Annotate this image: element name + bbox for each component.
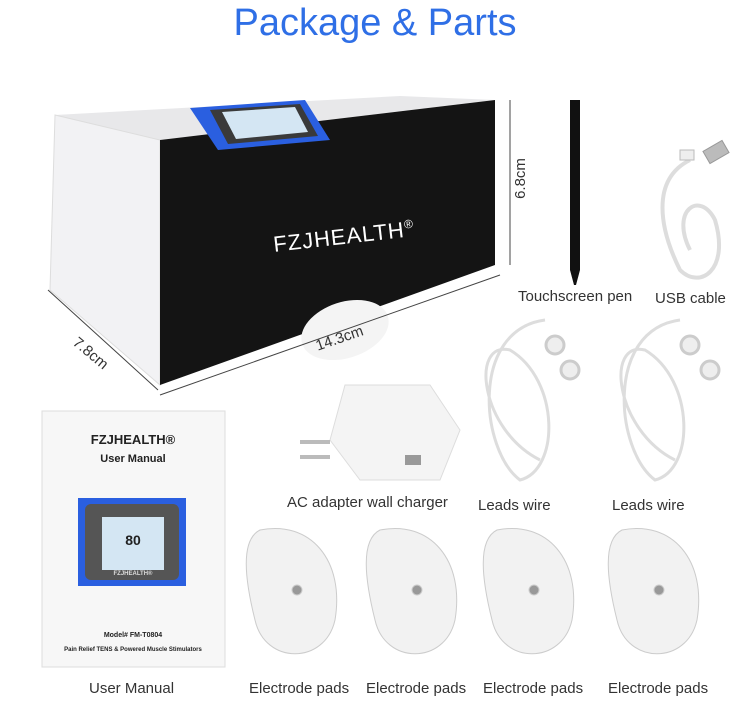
width-dim-line [159, 274, 501, 396]
leads-label-2: Leads wire [612, 497, 685, 514]
manual-screen-brand: FZJHEALTH® [113, 571, 153, 577]
electrode-pads [245, 528, 700, 655]
manual-title: User Manual [100, 453, 166, 465]
electrode-pad [482, 528, 575, 655]
touchscreen-pen [570, 100, 580, 285]
pad-label: Electrode pads [249, 680, 350, 697]
electrode-pad [245, 528, 338, 655]
user-manual [41, 410, 226, 668]
page-title: Package & Parts [233, 2, 517, 44]
leads-wire-1 [484, 318, 581, 482]
leads-label-1: Leads wire [478, 497, 551, 514]
usb-label: USB cable [655, 290, 726, 307]
device-box [49, 96, 495, 387]
adapter-label: AC adapter wall charger [287, 494, 448, 511]
leads-wire-2 [619, 318, 721, 482]
box-front-face [160, 100, 495, 385]
manual-brand: FZJHEALTH® [90, 432, 176, 447]
ac-adapter [300, 384, 461, 481]
manual-screen-value: 80 [125, 532, 141, 548]
height-label: 6.8cm [511, 158, 529, 199]
box-side-face [49, 114, 161, 387]
manual-model: Model# FM-T0804 [103, 632, 163, 639]
pen-label: Touchscreen pen [518, 288, 633, 305]
electrode-pad [607, 528, 700, 655]
screen-display [222, 107, 308, 139]
electrode-pad [365, 528, 458, 655]
pad-label: Electrode pads [483, 680, 584, 697]
manual-description: Pain Relief TENS & Powered Muscle Stimul… [64, 647, 202, 653]
pad-label: Electrode pads [366, 680, 467, 697]
pad-label: Electrode pads [608, 680, 709, 697]
usb-cable [660, 139, 730, 280]
depth-dim-line [47, 289, 159, 391]
manual-label: User Manual [89, 680, 175, 697]
